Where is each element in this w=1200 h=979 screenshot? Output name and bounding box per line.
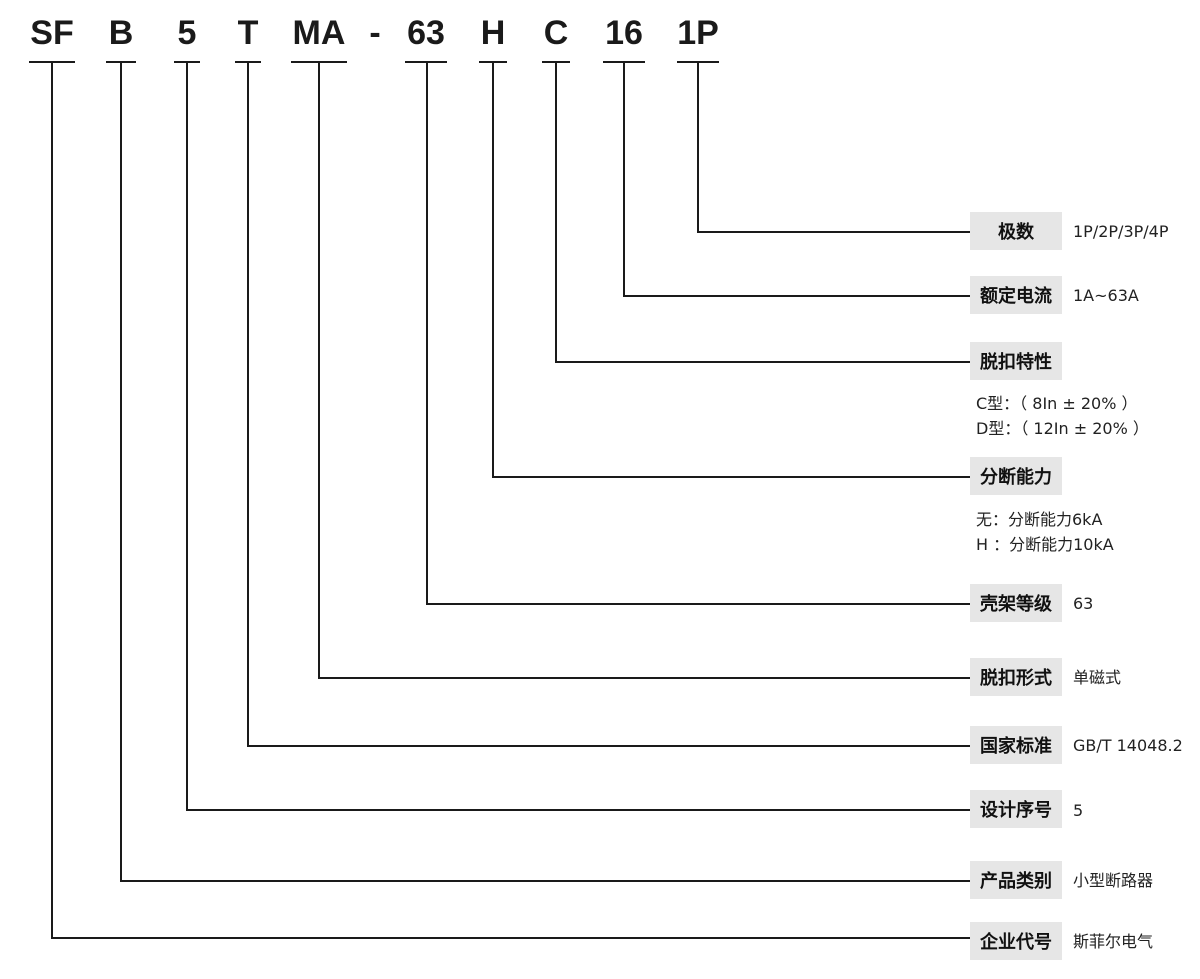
field-note-breaking-h: H ：分断能力10kA (976, 535, 1114, 554)
connector-v-63 (426, 62, 428, 604)
field-label-national-standard: 国家标准 (970, 726, 1062, 764)
field-note-breaking-none: 无：分断能力6kA (976, 510, 1103, 529)
field-label-breaking-capacity: 分断能力 (970, 457, 1062, 495)
field-value-poles: 1P/2P/3P/4P (1073, 222, 1169, 241)
connector-v-16 (623, 62, 625, 296)
field-label-trip-type: 脱扣形式 (970, 658, 1062, 696)
code-segment-16: 16 (605, 14, 643, 52)
field-value-frame-grade: 63 (1073, 594, 1094, 613)
code-segment-ma: MA (292, 14, 346, 52)
connector-v-b (120, 62, 122, 881)
code-segment-sf: SF (30, 14, 74, 52)
field-label-rated-current: 额定电流 (970, 276, 1062, 314)
connector-v-t (247, 62, 249, 746)
connector-h-c (555, 361, 970, 363)
field-value-rated-current: 1A~63A (1073, 286, 1139, 305)
connector-h-ma (318, 677, 970, 679)
code-segment-63: 63 (407, 14, 445, 52)
field-value-trip-type: 单磁式 (1073, 668, 1122, 687)
code-segment-c: C (543, 14, 569, 52)
connector-v-5 (186, 62, 188, 810)
field-label-product-category: 产品类别 (970, 861, 1062, 899)
connector-h-1p (697, 231, 970, 233)
field-note-trip-c: C型：（ 8In ± 20% ） (976, 394, 1138, 413)
field-label-trip-characteristic: 脱扣特性 (970, 342, 1062, 380)
field-note-trip-d: D型：（ 12In ± 20% ） (976, 419, 1149, 438)
field-value-national-standard: GB/T 14048.2 (1073, 736, 1183, 755)
code-segment-b: B (108, 14, 134, 52)
connector-h-sf (51, 937, 970, 939)
connector-h-h (492, 476, 970, 478)
code-segment-t: T (237, 14, 259, 52)
field-value-design-number: 5 (1073, 801, 1084, 820)
field-value-product-category: 小型断路器 (1073, 871, 1154, 890)
connector-h-b (120, 880, 970, 882)
field-label-frame-grade: 壳架等级 (970, 584, 1062, 622)
connector-h-16 (623, 295, 970, 297)
code-segment-dash: - (369, 14, 381, 52)
field-label-company-code: 企业代号 (970, 922, 1062, 960)
connector-h-5 (186, 809, 970, 811)
connector-v-h (492, 62, 494, 477)
connector-h-63 (426, 603, 970, 605)
connector-v-c (555, 62, 557, 362)
field-value-company-code: 斯菲尔电气 (1073, 932, 1154, 951)
connector-v-1p (697, 62, 699, 232)
code-segment-1p: 1P (677, 14, 719, 52)
code-segment-5: 5 (177, 14, 197, 52)
connector-v-ma (318, 62, 320, 678)
field-label-poles: 极数 (970, 212, 1062, 250)
connector-h-t (247, 745, 970, 747)
code-segment-h: H (480, 14, 506, 52)
field-label-design-number: 设计序号 (970, 790, 1062, 828)
connector-v-sf (51, 62, 53, 938)
